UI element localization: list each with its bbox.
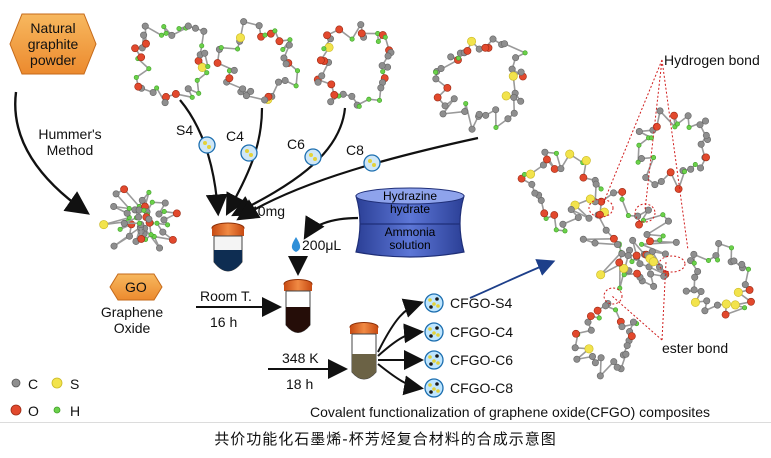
composite-arrow — [469, 259, 556, 299]
molecule-c8 — [432, 35, 528, 133]
mass-label: 40mg — [250, 203, 286, 219]
natural-graphite-label: Natural graphite powder — [27, 20, 79, 68]
vial-heated — [349, 322, 379, 380]
step2-temp: 348 K — [282, 350, 319, 366]
hummers-method-label: Hummer's Method — [38, 126, 102, 158]
linker-label-c8: C8 — [346, 142, 364, 158]
graphene-oxide-label: Graphene Oxide — [100, 304, 164, 336]
graphene-oxide-core — [120, 206, 154, 243]
bond-highlights — [588, 198, 686, 305]
molecule-clusters — [99, 18, 755, 380]
legend-c: C — [28, 376, 39, 392]
arrow-s4 — [179, 99, 228, 217]
linker-bubbles — [198, 136, 381, 172]
go-badge — [109, 273, 163, 301]
hummers-arrow — [14, 91, 90, 215]
drop-icon — [291, 237, 301, 252]
composite-top — [635, 107, 712, 193]
legend-o: O — [28, 403, 39, 419]
reagent-arrow — [303, 215, 359, 240]
linker-label-c4: C4 — [226, 128, 244, 144]
molecule-c4 — [213, 18, 301, 104]
product-label-c8: CFGO-C8 — [450, 380, 513, 396]
hydrogen-bond-label: Hydrogen bond — [664, 52, 760, 68]
step1-time: 16 h — [210, 314, 238, 330]
go-badge-label: GO — [125, 279, 147, 295]
composite-bottom — [571, 300, 640, 380]
linker-label-c6: C6 — [287, 136, 305, 152]
legend-s: S — [70, 376, 80, 392]
legend-h: H — [70, 403, 81, 419]
hydrogen-bond-lines — [602, 59, 689, 341]
drum-top-label: Hydrazine hydrate — [382, 189, 438, 216]
reagent-drum — [355, 187, 465, 258]
product-label-s4: CFGO-S4 — [450, 295, 513, 311]
product-label-c6: CFGO-C6 — [450, 352, 513, 368]
arrow-c8 — [236, 136, 479, 221]
product-label-c4: CFGO-C4 — [450, 324, 513, 340]
step1-temp: Room T. — [200, 288, 252, 304]
linker-label-s4: S4 — [176, 122, 194, 138]
caption-divider — [0, 422, 771, 423]
molecule-s4 — [131, 22, 211, 107]
product-arrow-1 — [377, 298, 424, 353]
composite-left — [517, 148, 604, 234]
vial-mixing — [211, 222, 245, 272]
product-bubbles — [424, 293, 444, 398]
composite-core — [579, 188, 680, 291]
step2-time: 18 h — [286, 376, 314, 392]
composite-inner — [615, 236, 668, 290]
figure-caption: 共价功能化石墨烯-杯芳烃复合材料的合成示意图 — [214, 430, 557, 448]
product-arrow-2 — [377, 323, 424, 357]
product-arrow-4 — [377, 363, 424, 396]
molecule-c6 — [313, 21, 395, 109]
drum-bottom-label: Ammonia solution — [384, 225, 436, 252]
natural-graphite-badge — [9, 13, 97, 75]
composite-right — [682, 239, 755, 319]
composite-caption: Covalent functionalization of graphene o… — [310, 404, 710, 420]
vial-room-temp — [283, 279, 313, 333]
ester-bond-label: ester bond — [662, 340, 729, 356]
legend-dots — [10, 377, 63, 416]
volume-label: 200μL — [302, 237, 342, 253]
